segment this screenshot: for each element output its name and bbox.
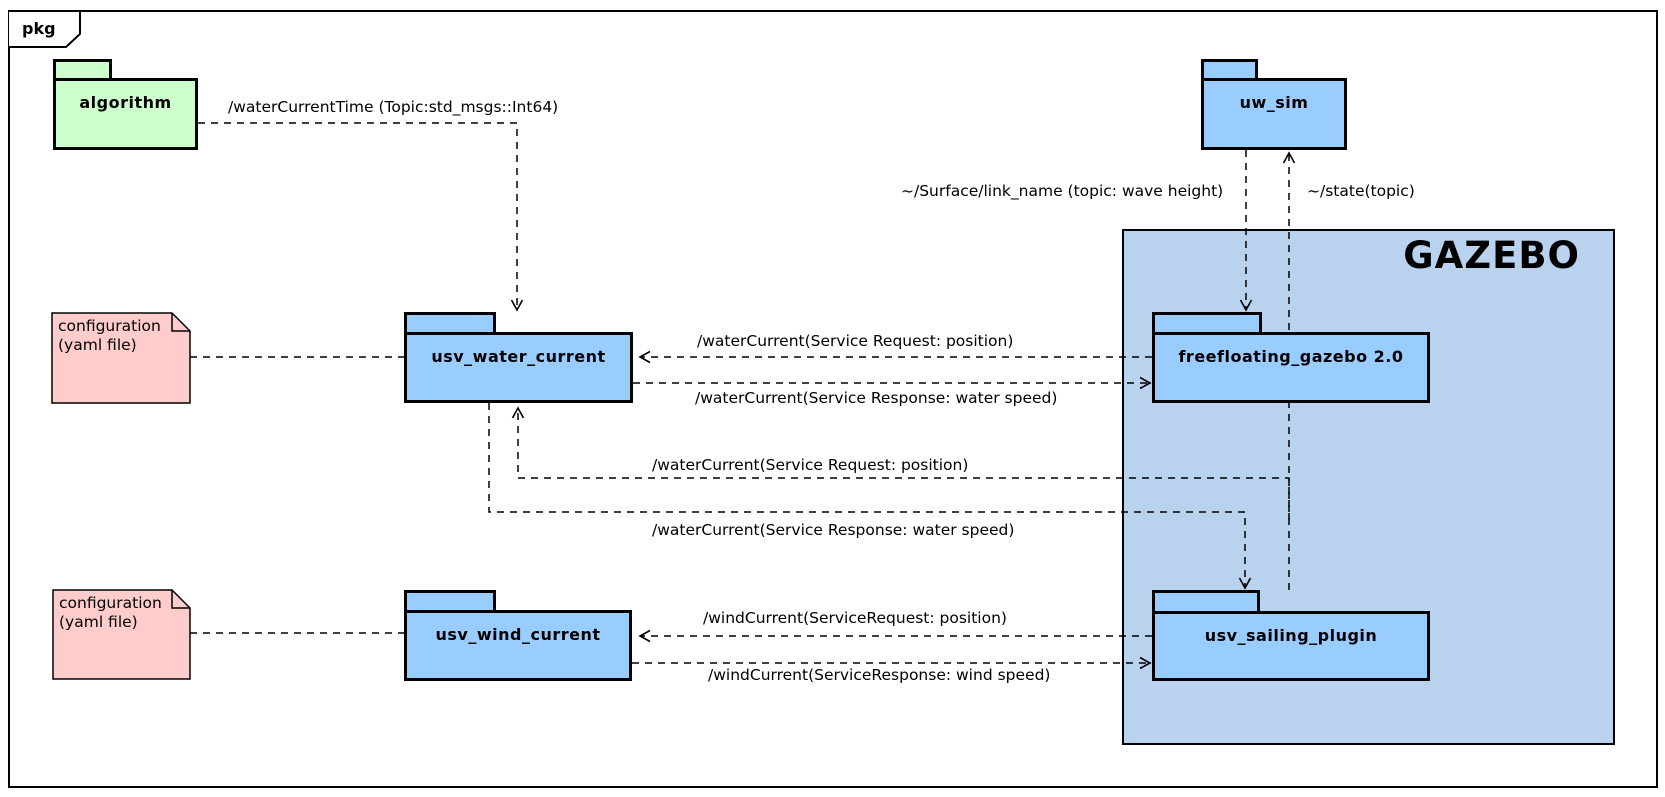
edge-label-water-request-freefloating: /waterCurrent(Service Request: position) — [697, 332, 1014, 350]
gazebo-container-label: GAZEBO — [1403, 234, 1580, 277]
edge-label-water-response-freefloating: /waterCurrent(Service Response: water sp… — [695, 389, 1058, 407]
note-config-wind-fold-icon — [171, 590, 190, 609]
edge-label-water-current-time: /waterCurrentTime (Topic:std_msgs::Int64… — [228, 98, 559, 116]
frame-pkg-tab — [9, 10, 81, 48]
edge-label-state-topic: ~/state(topic) — [1307, 182, 1415, 200]
note-config-water-fold-icon — [171, 313, 190, 332]
edge-water-current-time — [198, 122, 524, 312]
edge-label-surface-link-name: ~/Surface/link_name (topic: wave height) — [901, 182, 1224, 200]
package-freefloating-gazebo-label: freefloating_gazebo 2.0 — [1178, 347, 1404, 366]
package-usv-water-current: usv_water_current — [404, 332, 633, 403]
package-usv-wind-current-label: usv_wind_current — [435, 625, 601, 644]
package-uw-sim-label: uw_sim — [1239, 93, 1309, 112]
package-uw-sim: uw_sim — [1201, 78, 1347, 150]
frame-tag-label: pkg — [22, 19, 56, 38]
edge-label-water-response-sailing: /waterCurrent(Service Response: water sp… — [652, 521, 1015, 539]
package-usv-sailing-plugin-label: usv_sailing_plugin — [1204, 626, 1378, 645]
package-usv-sailing-plugin-tab — [1152, 590, 1260, 614]
edge-label-wind-response: /windCurrent(ServiceResponse: wind speed… — [708, 666, 1051, 684]
package-algorithm: algorithm — [53, 78, 198, 150]
diagram-frame — [8, 10, 1658, 788]
note-config-water-shape — [51, 312, 191, 404]
edge-label-water-request-sailing: /waterCurrent(Service Request: position) — [652, 456, 969, 474]
package-freefloating-gazebo: freefloating_gazebo 2.0 — [1152, 332, 1430, 403]
edge-water-response-sailing — [488, 403, 1252, 590]
note-config-water-text: configuration (yaml file) — [58, 317, 161, 354]
package-algorithm-label: algorithm — [79, 93, 172, 112]
edge-label-wind-request: /windCurrent(ServiceRequest: position) — [703, 609, 1007, 627]
package-usv-water-current-label: usv_water_current — [431, 347, 606, 366]
package-usv-wind-current: usv_wind_current — [404, 610, 632, 681]
note-config-wind-text: configuration (yaml file) — [59, 594, 162, 631]
package-usv-sailing-plugin: usv_sailing_plugin — [1152, 611, 1430, 681]
note-config-wind-shape — [52, 589, 191, 680]
edge-water-request-sailing — [511, 406, 1290, 520]
